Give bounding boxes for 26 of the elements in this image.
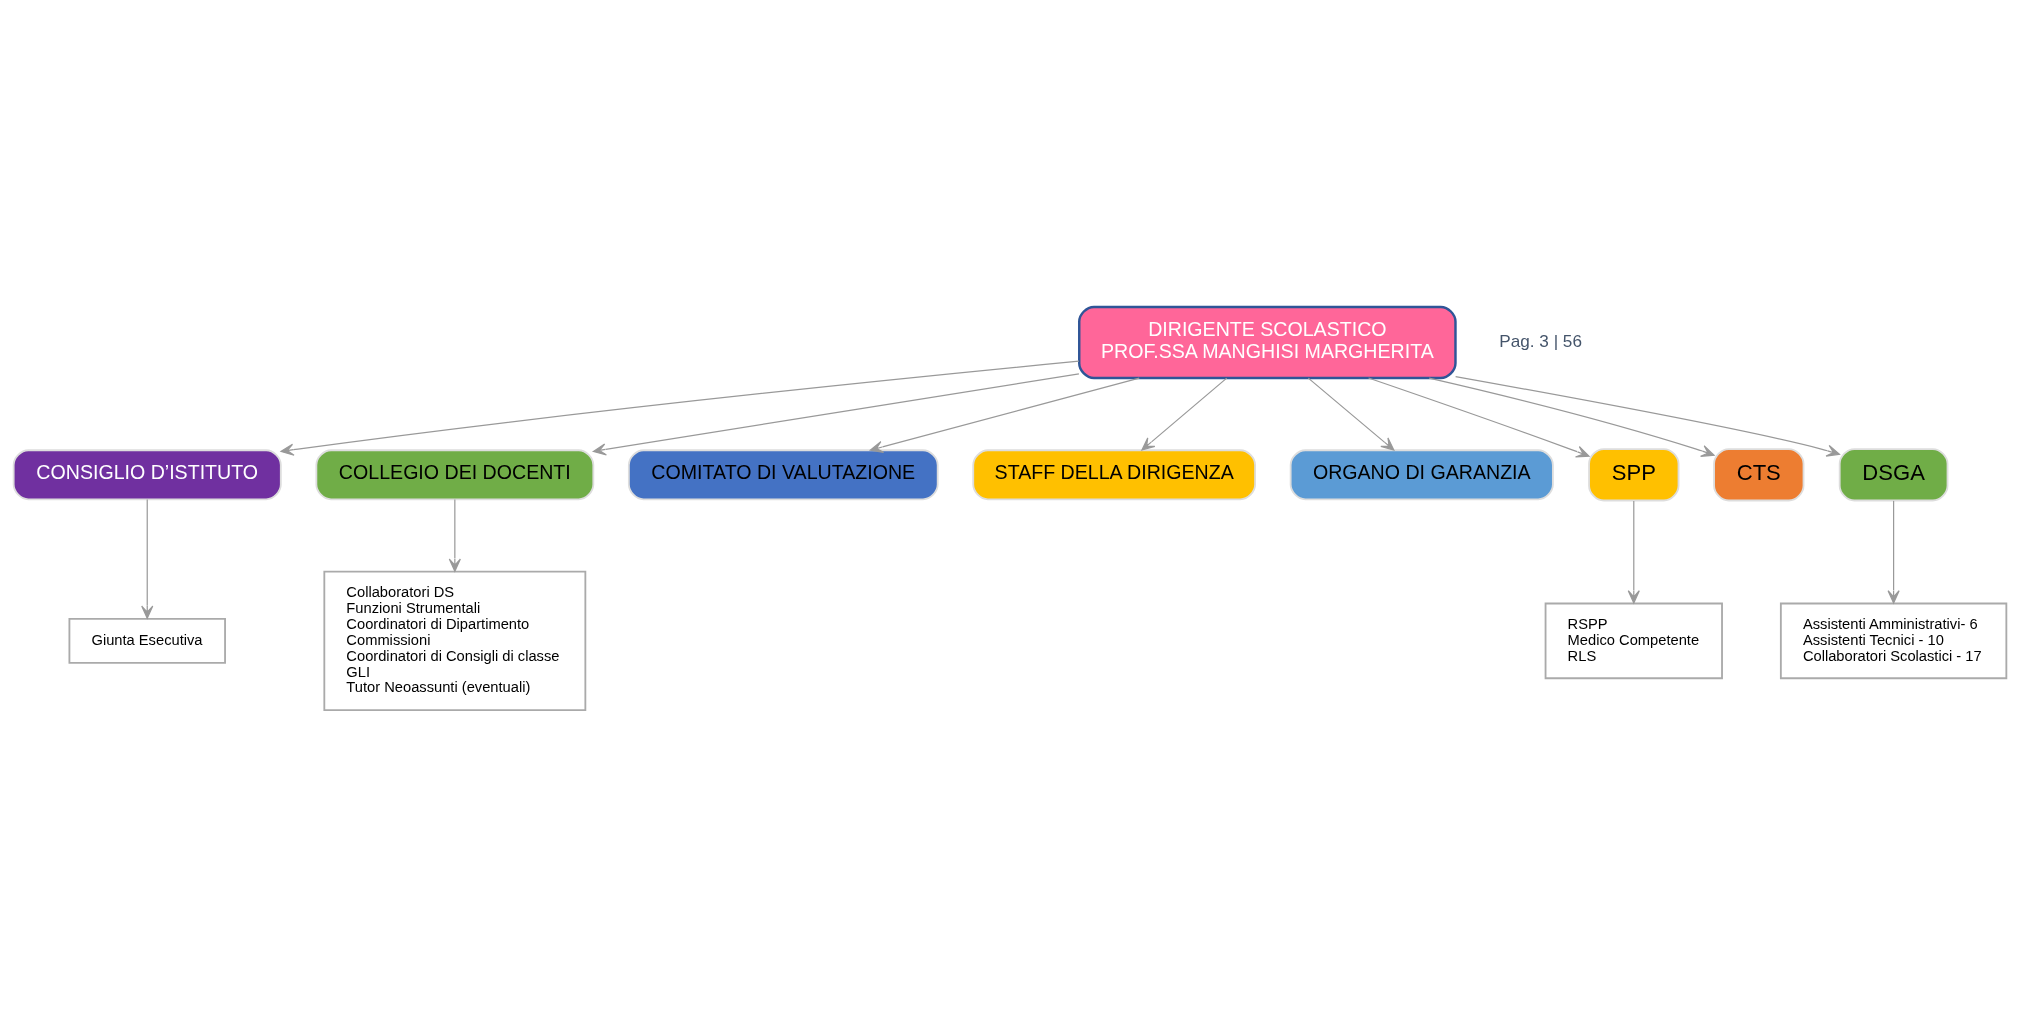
arrow [869, 377, 1140, 453]
arrow [1367, 377, 1590, 458]
arrow [1887, 500, 1900, 604]
arrow [1307, 377, 1395, 451]
node-box: CTS [1713, 448, 1805, 502]
node-box: COLLEGIO DEI DOCENTI [315, 449, 595, 501]
node-box: DSGA [1838, 448, 1949, 502]
label: Pag. 3 | 56 [1499, 330, 1582, 351]
node-box: COMITATO DI VALUTAZIONE [627, 449, 939, 501]
arrow [1141, 377, 1228, 451]
arrow [280, 360, 1080, 456]
node-box: RSPP Medico Competente RLS [1544, 602, 1723, 680]
arrow [1428, 377, 1715, 457]
node-box: STAFF DELLA DIRIGENZA [972, 449, 1256, 501]
node-box: Assistenti Amministrativi- 6 Assistenti Tecnici - 10 Collaboratori Scolastici - 17 [1779, 602, 2008, 680]
node-box: SPP [1588, 448, 1680, 502]
node-box: CONSIGLIO D’ISTITUTO [12, 449, 282, 501]
node-box: Collaboratori DS Funzioni Strumentali Coordinatori di Dipartimento Commissioni Coordinatori di Consigli di classe GLI Tutor Neoassunti (eventuali) [323, 570, 587, 711]
node-box: Giunta Esecutiva [68, 617, 226, 664]
arrow [448, 498, 461, 572]
node-box: DIRIGENTE SCOLASTICO PROF.SSA MANGHISI MARGHERITA [1078, 305, 1457, 380]
arrow [141, 498, 154, 619]
arrow [1627, 500, 1640, 604]
arrow [592, 373, 1080, 456]
arrow [1455, 376, 1840, 457]
node-box: ORGANO DI GARANZIA [1289, 449, 1554, 501]
